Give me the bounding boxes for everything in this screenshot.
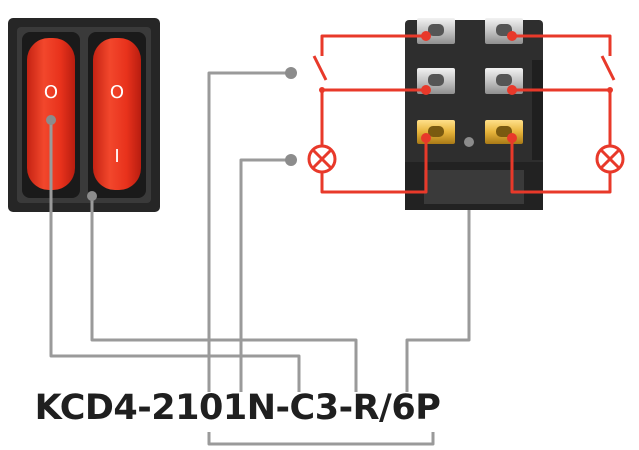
leader-endpoint-pins [464, 137, 474, 147]
part-code-bracket [207, 432, 435, 446]
rocker-left[interactable] [27, 38, 75, 190]
leader-line-contact-type-2 [239, 158, 291, 392]
leader-endpoint-right-rocker [87, 191, 97, 201]
rocker-left-off-symbol: O [44, 82, 58, 103]
wire-top-left [320, 34, 426, 56]
rocker-right-on-symbol: I [114, 146, 119, 167]
leader-line-left-rocker [49, 120, 301, 392]
leader-line-right-rocker [90, 196, 358, 392]
switch-contact-left [312, 55, 328, 81]
leader-line-contact-type-1 [207, 71, 291, 392]
wire-lamp-right-return [510, 138, 612, 194]
leader-line-pins [405, 142, 471, 392]
terminal-bottom-right [485, 120, 523, 144]
leader-lines [49, 71, 471, 446]
lamp-icon [307, 144, 337, 174]
rocker-right-off-symbol: O [110, 82, 124, 103]
rocker-right[interactable] [93, 38, 141, 190]
wire-top-right [512, 34, 612, 56]
wire-lamp-left-return [320, 138, 428, 194]
terminal-top-left [417, 18, 455, 44]
wire-junctions [319, 31, 613, 143]
terminal-top-right [485, 18, 523, 44]
switch-contact-right [600, 55, 616, 81]
switch-front-view: O I O I [8, 18, 160, 212]
leader-endpoint-1 [285, 67, 297, 79]
leader-endpoint-2 [285, 154, 297, 166]
leader-endpoint-left-rocker [46, 115, 56, 125]
part-code-label: KCD4-2101N-C3-R/6P [34, 388, 441, 428]
lamp-icon [595, 144, 625, 174]
